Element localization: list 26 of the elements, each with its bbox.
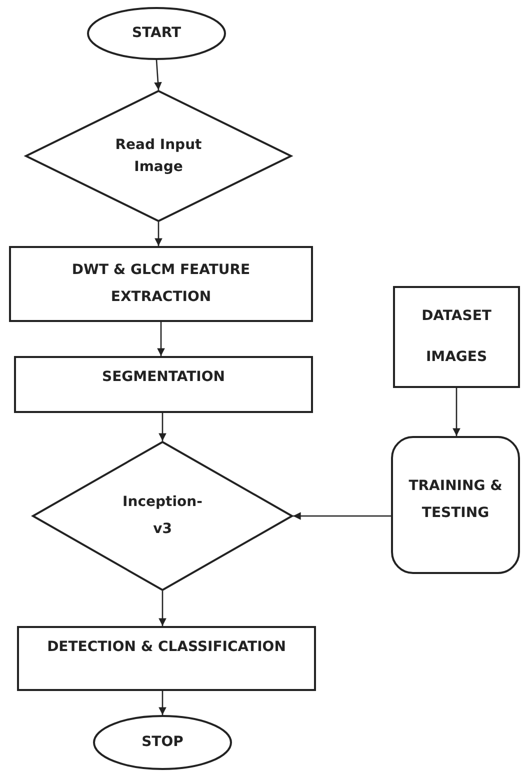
arrow: [157, 322, 165, 356]
decision-diamond: [25, 90, 292, 222]
process-box: [14, 356, 313, 413]
arrow: [158, 413, 166, 441]
arrow: [154, 60, 162, 90]
arrow: [158, 691, 166, 715]
arrow: [158, 591, 166, 626]
arrow: [293, 512, 391, 520]
node-text: DATASET IMAGES: [420, 307, 492, 367]
node-text: START: [132, 24, 182, 44]
node-text: TRAINING & TESTING: [408, 477, 504, 523]
terminal-oval: [93, 715, 232, 770]
decision-diamond: [32, 441, 293, 591]
terminal-oval: [87, 7, 226, 60]
process-box: [9, 246, 313, 322]
process-box: [391, 436, 520, 574]
node-text: STOP: [142, 733, 184, 752]
process-box: [17, 626, 316, 691]
node-text: DWT & GLCM FEATURE EXTRACTION: [70, 261, 252, 307]
node-text: Inception- v3: [122, 493, 203, 539]
process-box: [393, 286, 520, 388]
node-text: SEGMENTATION: [102, 368, 225, 388]
arrow: [154, 222, 162, 246]
node-text: Read Input Image: [114, 136, 203, 177]
node-text: DETECTION & CLASSIFICATION: [47, 638, 286, 658]
arrow: [452, 388, 460, 436]
